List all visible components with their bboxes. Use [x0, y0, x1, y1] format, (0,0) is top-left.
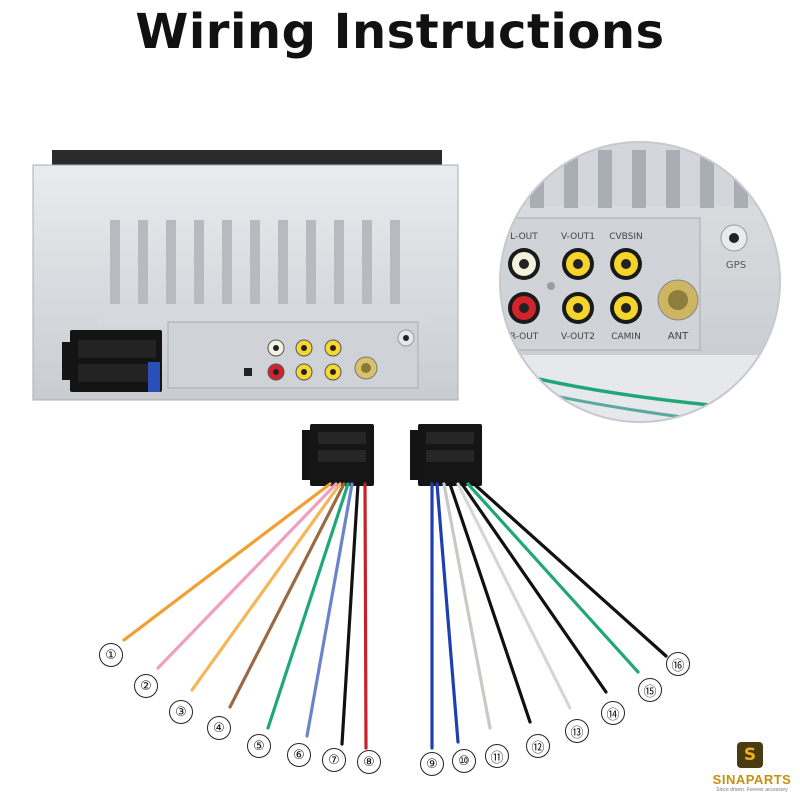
wire-16: [472, 482, 668, 658]
wire-number-13: ⑬: [565, 719, 589, 743]
zoom-circle-border: [499, 141, 781, 423]
wire-6: [305, 482, 354, 738]
wire-2: [156, 482, 338, 670]
page-title: Wiring Instructions: [135, 4, 665, 60]
zoom-fin: [564, 150, 578, 208]
zoom-fin: [700, 150, 714, 208]
connector-left: [302, 424, 374, 486]
wire-14: [460, 482, 608, 694]
wire-12: [448, 482, 532, 724]
head-unit: [32, 150, 459, 401]
iso-socket: [62, 330, 162, 392]
rear-panel-plate: [167, 321, 419, 389]
zoom-fin: [598, 150, 612, 208]
heat-sink-fin: [250, 220, 260, 312]
zoom-gps-port: [720, 224, 748, 252]
zoom-jack-camin: [610, 292, 642, 324]
panel-label-camin: CAMIN: [611, 332, 641, 342]
wire-number-11: ⑪: [485, 744, 509, 768]
wire-7: [340, 482, 360, 746]
heat-sink-fin: [194, 220, 204, 312]
wire-11: [442, 482, 492, 730]
brand-logo: S SINAPARTS Since driven. Forever access…: [706, 742, 798, 798]
heat-sink-fin: [166, 220, 176, 312]
brand-name: SINAPARTS: [712, 772, 792, 787]
wire-5: [266, 482, 350, 730]
unit-small-port: [244, 368, 252, 376]
wire-number-5: ⑤: [247, 734, 271, 758]
zoom-fin: [530, 150, 544, 208]
heat-sink-fin: [222, 220, 232, 312]
wire-number-9: ⑨: [420, 752, 444, 776]
wire-10: [435, 482, 460, 744]
zoom-detail-view: L-OUT V-OUT1 CVBSIN R-OUT V-OUT2 CAMIN A…: [499, 141, 781, 423]
wire-number-7: ⑦: [322, 748, 346, 772]
wire-3: [190, 482, 342, 692]
wire-4: [228, 482, 346, 709]
wire-number-10: ⑩: [452, 749, 476, 773]
wire-13: [456, 482, 572, 710]
panel-label-ant: ANT: [668, 331, 689, 342]
heat-sink-fin: [390, 220, 400, 312]
heat-sink-fins: [110, 220, 400, 312]
wire-number-8: ⑧: [357, 750, 381, 774]
heat-sink-fin: [306, 220, 316, 312]
wires: [122, 482, 668, 750]
panel-label-r-out: R-OUT: [510, 332, 539, 342]
zoom-jack-v-out1: [562, 248, 594, 280]
wire-number-3: ③: [169, 700, 193, 724]
zoom-screw: [547, 282, 555, 290]
zoom-fin: [632, 150, 646, 208]
wire-1: [122, 482, 332, 642]
panel-label-cvbsin: CVBSIN: [609, 232, 643, 242]
zoom-antenna-jack: [657, 279, 699, 321]
panel-label-v-out2: V-OUT2: [561, 332, 595, 342]
wire-number-16: ⑯: [666, 652, 690, 676]
panel-label-gps: GPS: [726, 260, 746, 271]
zoom-fin: [666, 150, 680, 208]
wire-number-1: ①: [99, 643, 123, 667]
panel-label-v-out1: V-OUT1: [561, 232, 595, 242]
zoom-jack-l-out: [508, 248, 540, 280]
zoom-jack-v-out2: [562, 292, 594, 324]
heat-sink-fin: [110, 220, 120, 312]
panel-label-l-out: L-OUT: [510, 232, 538, 242]
wire-number-2: ②: [134, 674, 158, 698]
wire-number-14: ⑭: [601, 701, 625, 725]
zoom-jack-cvbsin: [610, 248, 642, 280]
fin-base: [98, 304, 428, 326]
blue-connector-tab: [148, 362, 160, 392]
heat-sink-fin: [278, 220, 288, 312]
wire-number-12: ⑫: [526, 734, 550, 758]
brand-tagline: Since driven. Forever accessory: [716, 787, 788, 793]
brand-logo-icon: S: [737, 742, 763, 768]
wire-8: [363, 482, 368, 750]
heat-sink-fin: [362, 220, 372, 312]
wire-15: [466, 482, 640, 674]
heat-sink-fin: [138, 220, 148, 312]
heat-sink-fin: [334, 220, 344, 312]
zoom-jack-r-out: [508, 292, 540, 324]
wire-number-15: ⑮: [638, 678, 662, 702]
unit-rca-jacks: [244, 329, 415, 381]
connector-right: [410, 424, 482, 486]
wire-number-6: ⑥: [287, 743, 311, 767]
wire-number-4: ④: [207, 716, 231, 740]
